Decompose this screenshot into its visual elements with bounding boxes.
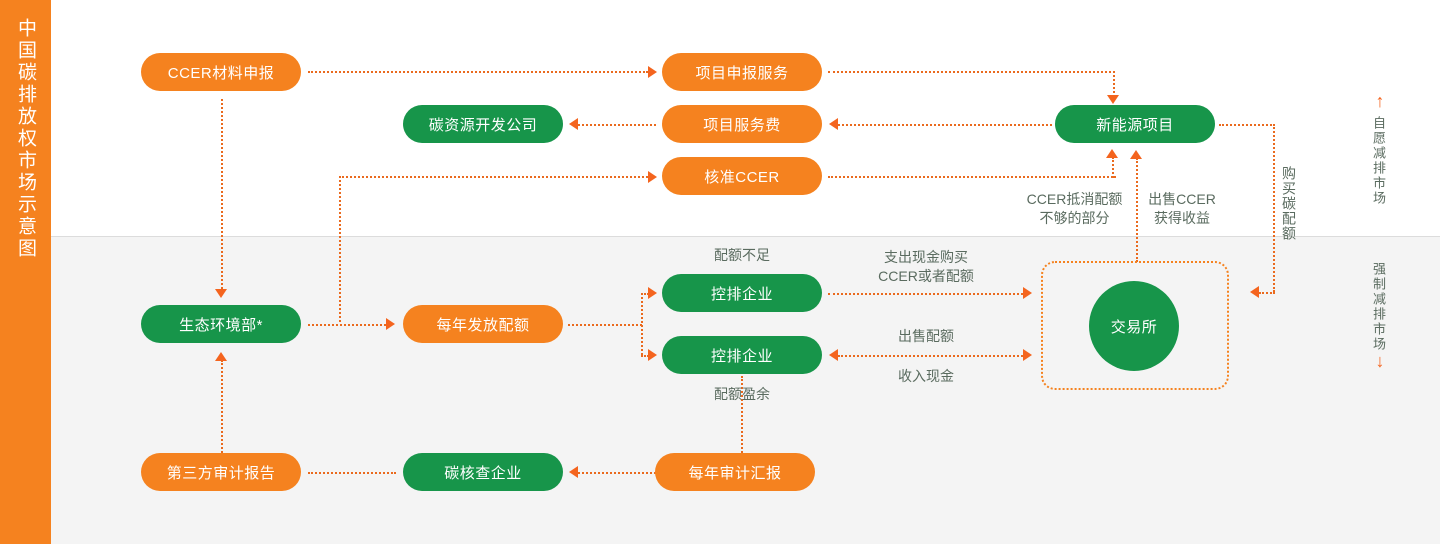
arrow-approvedccer-to-newenergy: [1106, 149, 1118, 158]
node-annual-quota-issue[interactable]: 每年发放配额: [403, 305, 563, 343]
node-project-declaration-service[interactable]: 项目申报服务: [662, 53, 822, 91]
node-third-party-audit-report[interactable]: 第三方审计报告: [141, 453, 301, 491]
arrow-annualaudit-to-verification: [569, 466, 578, 478]
arrow-servicefee-to-devcompany: [569, 118, 578, 130]
arrow-branch-to-approved-ccer: [648, 171, 657, 183]
node-new-energy-project[interactable]: 新能源项目: [1055, 105, 1215, 143]
arrow-enterprise1-to-exchange: [1023, 287, 1032, 299]
edge-quota-split-v: [641, 293, 643, 355]
edge-enterprise2-to-annual-audit: [741, 376, 743, 453]
edge-ccer-material-to-declaration: [308, 71, 648, 73]
node-mee[interactable]: 生态环境部*: [141, 305, 301, 343]
arrow-exchange-to-enterprise2: [829, 349, 838, 361]
label-sell-ccer-line1: 出售CCER: [1148, 191, 1216, 207]
arrow-quota-to-enterprise-2: [648, 349, 657, 361]
edge-devcompany-branch-h: [339, 176, 648, 178]
edge-approvedccer-to-newenergy-h: [828, 176, 1116, 178]
edge-exchange-to-newenergy: [1136, 158, 1138, 262]
edge-quota-split-h: [568, 324, 642, 326]
label-cash-income: 收入现金: [898, 368, 954, 384]
edge-quota-split-top: [641, 293, 649, 295]
edge-enterprise2-exchange: [838, 355, 1023, 357]
node-exchange[interactable]: 交易所: [1089, 281, 1179, 371]
node-controlled-enterprise-1[interactable]: 控排企业: [662, 274, 822, 312]
arrow-declaration-to-newenergy: [1107, 95, 1119, 104]
node-project-service-fee[interactable]: 项目服务费: [662, 105, 822, 143]
page-title: 中国碳排放权市场示意图: [15, 18, 36, 260]
edge-quota-split-bottom: [641, 355, 649, 357]
edge-newenergy-to-exchange-v: [1273, 124, 1275, 292]
arrow-ccer-material-to-mee: [215, 289, 227, 298]
label-quota-surplus: 配额盈余: [714, 386, 770, 402]
voluntary-market-arrow: ↑: [1375, 91, 1385, 111]
node-controlled-enterprise-2[interactable]: 控排企业: [662, 336, 822, 374]
label-ccer-offset-line2: 不够的部分: [1039, 210, 1110, 226]
edge-ccer-material-to-mee: [221, 99, 223, 289]
arrow-newenergy-to-servicefee: [829, 118, 838, 130]
label-spend-cash-line2: CCER或者配额: [878, 268, 974, 284]
edge-servicefee-to-devcompany: [578, 124, 656, 126]
label-buy-carbon-quota: 购买碳配额: [1281, 166, 1297, 241]
label-quota-shortage: 配额不足: [714, 247, 770, 263]
arrow-enterprise2-to-exchange: [1023, 349, 1032, 361]
edge-annualaudit-to-verification: [578, 472, 656, 474]
edge-mee-to-quota: [308, 324, 386, 326]
arrow-mee-to-quota: [386, 318, 395, 330]
edge-verification-to-thirdparty: [308, 472, 396, 474]
edge-newenergy-to-exchange-h2: [1259, 292, 1275, 294]
arrow-quota-to-enterprise-1: [648, 287, 657, 299]
arrow-exchange-to-newenergy: [1130, 150, 1142, 159]
node-annual-audit-report[interactable]: 每年审计汇报: [655, 453, 815, 491]
market-section-divider: [51, 236, 1440, 237]
arrow-ccer-material-to-declaration: [648, 66, 657, 78]
node-ccer-material[interactable]: CCER材料申报: [141, 53, 301, 91]
diagram-title-bar: 中国碳排放权市场示意图: [0, 0, 51, 544]
arrow-thirdparty-to-mee: [215, 352, 227, 361]
node-carbon-verification-company[interactable]: 碳核查企业: [403, 453, 563, 491]
edge-enterprise1-to-exchange: [828, 293, 1023, 295]
edge-newenergy-to-servicefee: [838, 124, 1052, 126]
label-sell-quota: 出售配额: [898, 328, 954, 344]
label-sell-ccer-line2: 获得收益: [1154, 210, 1210, 226]
edge-newenergy-to-exchange-h1: [1219, 124, 1275, 126]
mandatory-market-arrow: ↓: [1375, 351, 1385, 371]
label-spend-cash-line1: 支出现金购买: [884, 249, 968, 265]
label-ccer-offset-line1: CCER抵消配额: [1026, 191, 1123, 207]
exchange-frame: [1041, 261, 1229, 390]
edge-approvedccer-to-newenergy-v: [1112, 157, 1114, 178]
arrow-newenergy-to-exchange: [1250, 286, 1259, 298]
edge-thirdparty-to-mee: [221, 360, 223, 453]
edge-declaration-to-newenergy-v: [1113, 71, 1115, 97]
edge-declaration-to-newenergy-h: [828, 71, 1115, 73]
edge-devcompany-branch-v: [339, 176, 341, 322]
node-approved-ccer[interactable]: 核准CCER: [662, 157, 822, 195]
node-carbon-resource-dev-company[interactable]: 碳资源开发公司: [403, 105, 563, 143]
voluntary-market-tag: 自愿减排市场: [1371, 116, 1386, 206]
mandatory-market-tag: 强制减排市场: [1371, 262, 1386, 352]
